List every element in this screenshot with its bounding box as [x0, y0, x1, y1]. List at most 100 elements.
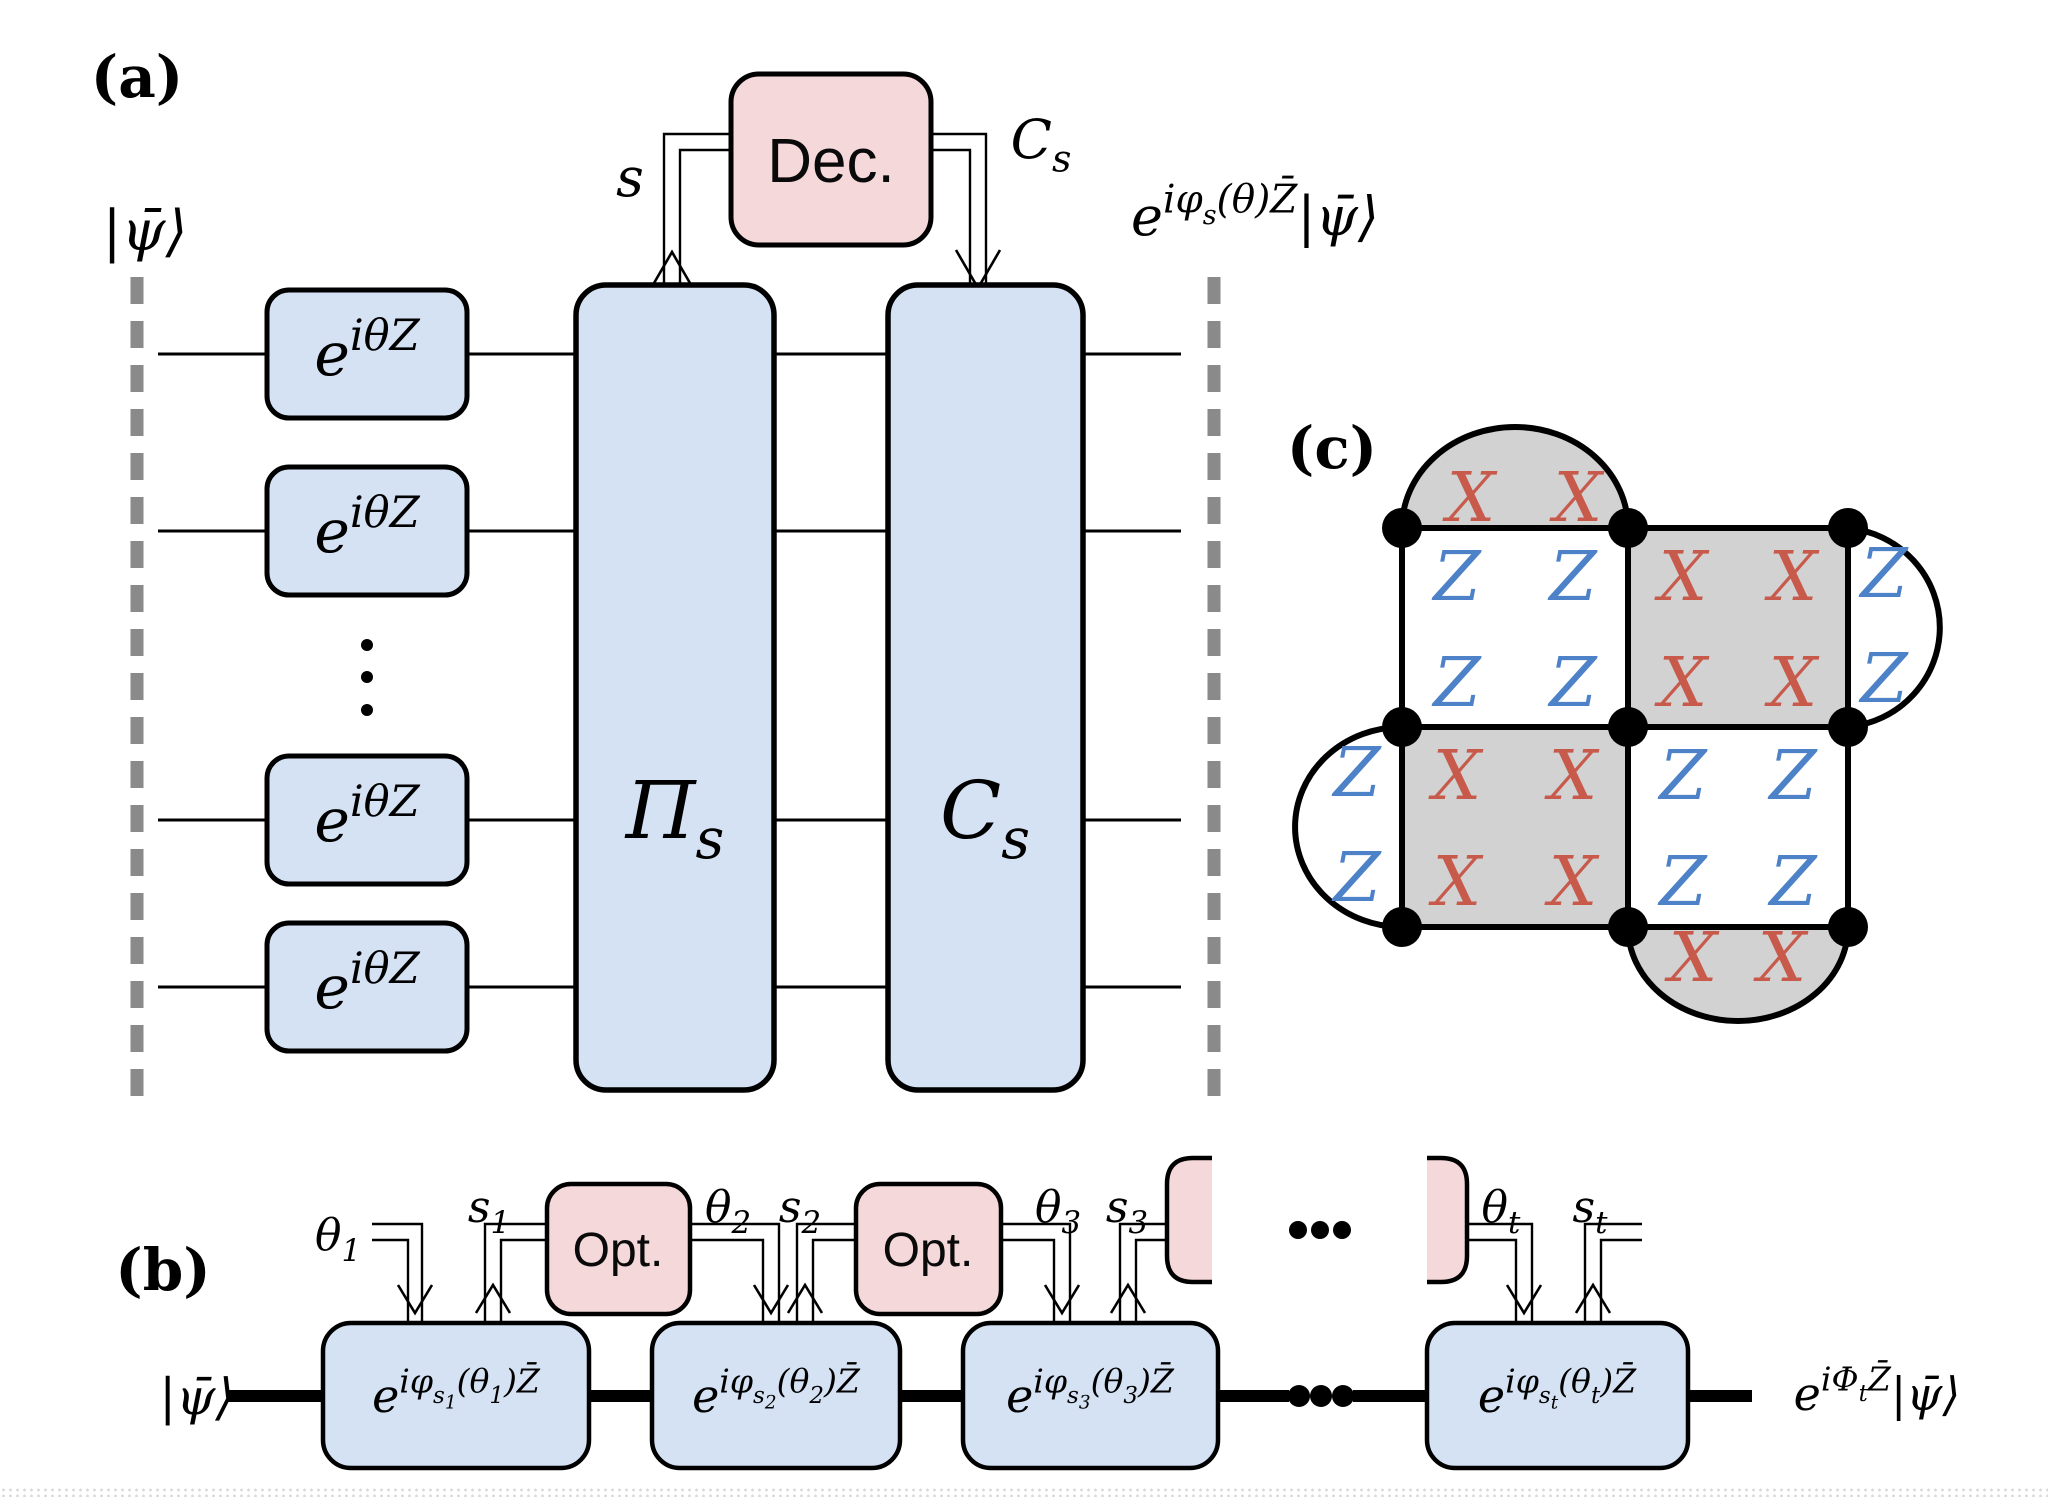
qubit-dot: [1608, 707, 1648, 747]
arrow-down-icon: [1505, 1284, 1543, 1316]
stabilizer-letter: X: [1544, 843, 1600, 922]
theta-t-label: θt: [1482, 1182, 1522, 1241]
stabilizer-letter: Z: [1331, 839, 1382, 918]
s2-wire: [795, 1222, 856, 1323]
stabilizer-letter: X: [1753, 919, 1809, 998]
theta2-label: θ2: [705, 1182, 751, 1241]
rotation-gate-label: eiθZ: [314, 944, 420, 1023]
s2-label: s2: [779, 1182, 821, 1241]
page-edge-texture: [0, 1487, 2048, 1497]
correction-wire-label: Cs: [1011, 108, 1072, 181]
stabilizer-letter: Z: [1431, 538, 1482, 617]
qubit-dots: [1382, 508, 1868, 947]
s1-label: s1: [468, 1182, 510, 1241]
rotation-gate-3: [264, 753, 470, 887]
panel-a-label: (a): [91, 43, 183, 111]
rotation-box-4: [1424, 1320, 1691, 1471]
correction-box: [885, 282, 1086, 1093]
correction-box-label: Cs: [940, 764, 1030, 872]
wire-ellipsis-icon: [1288, 1385, 1354, 1407]
stabilizer-letter: X: [1428, 843, 1484, 922]
stabilizer-letter: X: [1764, 538, 1820, 617]
rotation-box-4-label: eiφst(θt)Z̄: [1478, 1361, 1637, 1423]
qubit-dot: [1382, 907, 1422, 947]
stabilizer-letter: X: [1428, 737, 1484, 816]
plaquette-right-lobe: [1845, 524, 1943, 731]
rotation-box-2-label: eiφs2(θ2)Z̄: [692, 1361, 861, 1423]
panel-a: (a) |ψ̄⟩ eiθZ eiθZ eiθZ eiθZ Πs Cs: [91, 43, 1379, 1098]
rotation-gate-label: eiθZ: [314, 311, 420, 390]
arrow-up-icon: [474, 1282, 512, 1314]
qubit-dot: [1828, 508, 1868, 548]
panel-c-label: (c): [1287, 414, 1377, 482]
rotation-box-1-label: eiφs1(θ1)Z̄: [372, 1361, 541, 1423]
s-t-label: st: [1573, 1182, 1609, 1241]
panel-b-label: (b): [115, 1236, 210, 1304]
theta1-label: θ1: [315, 1210, 361, 1269]
stabilizer-letter: X: [1442, 459, 1498, 538]
s-t-wire: [1583, 1222, 1642, 1323]
optimizer-box-partial-left: [1164, 1155, 1212, 1285]
s3-wire: [1118, 1222, 1167, 1323]
rotation-gate-label: eiθZ: [314, 488, 420, 567]
rotation-box-1: [320, 1320, 592, 1471]
qubit-dot: [1382, 707, 1422, 747]
stabilizer-letter: Z: [1547, 644, 1598, 723]
projector-label: Πs: [624, 764, 725, 872]
stabilizer-letter: Z: [1858, 535, 1909, 614]
rotation-gate-1: [264, 287, 470, 421]
qubit-dot: [1828, 707, 1868, 747]
stabilizer-letter: X: [1549, 459, 1605, 538]
plaquette-top-lobe: [1398, 424, 1632, 531]
theta2-wire: [690, 1222, 781, 1323]
rotation-box-3: [960, 1320, 1221, 1471]
qubit-dot: [1608, 907, 1648, 947]
qubit-dot: [1608, 508, 1648, 548]
output-state-a: eiφs(θ)Z̄|ψ̄⟩: [1131, 175, 1379, 248]
optimizer-box-1: [544, 1181, 693, 1317]
projector-box: [573, 282, 777, 1093]
control-ellipsis-icon: [1289, 1221, 1351, 1239]
stabilizer-letter: X: [1544, 737, 1600, 816]
correction-wire: [931, 132, 988, 285]
arrow-down-icon: [1043, 1284, 1081, 1316]
theta1-wire: [372, 1222, 424, 1323]
rotation-gate-label: eiθZ: [314, 777, 420, 856]
plaquette-bottom-lobe: [1624, 924, 1852, 1024]
qubit-dot: [1382, 508, 1422, 548]
rotation-box-3-label: eiφs3(θ3)Z̄: [1006, 1361, 1175, 1423]
stabilizer-letter: Z: [1331, 734, 1382, 813]
stabilizer-letter: Z: [1657, 843, 1708, 922]
theta3-label: θ3: [1035, 1182, 1081, 1241]
stabilizer-letter: Z: [1657, 737, 1708, 816]
theta3-wire: [1001, 1222, 1072, 1323]
arrow-up-icon: [786, 1282, 824, 1314]
arrow-up-icon: [1574, 1282, 1612, 1314]
syndrome-label: s: [616, 146, 644, 209]
syndrome-arrow-icon: [648, 249, 696, 291]
stabilizer-letter: Z: [1767, 843, 1818, 922]
panel-c: (c) X X Z Z Z Z X X X X X X X X Z Z: [1287, 414, 1943, 1024]
output-state-b: eiΦtZ̄|ψ̄⟩: [1794, 1359, 1961, 1421]
decoder-label: Dec.: [767, 127, 894, 196]
syndrome-wire: [662, 132, 731, 285]
optimizer-label: Opt.: [883, 1224, 974, 1277]
vertical-dots-icon: [361, 639, 373, 716]
stabilizer-letter: Z: [1431, 644, 1482, 723]
plaquette-left-lobe: [1292, 723, 1405, 931]
arrow-up-icon: [1109, 1282, 1147, 1314]
optimizer-box-2: [853, 1181, 1004, 1317]
rotation-gate-4: [264, 920, 470, 1054]
s3-label: s3: [1106, 1182, 1148, 1241]
optimizer-label: Opt.: [573, 1224, 664, 1277]
theta-t-wire: [1467, 1222, 1534, 1323]
rotation-box-2: [649, 1320, 903, 1471]
stabilizer-letter: Z: [1767, 737, 1818, 816]
stabilizer-letter: X: [1654, 538, 1710, 617]
s1-wire: [483, 1222, 547, 1323]
arrow-down-icon: [752, 1284, 790, 1316]
stabilizer-letter: X: [1654, 644, 1710, 723]
qubit-dot: [1828, 907, 1868, 947]
plaquette-cell-tr: [1625, 525, 1851, 730]
arrow-down-icon: [396, 1284, 434, 1316]
